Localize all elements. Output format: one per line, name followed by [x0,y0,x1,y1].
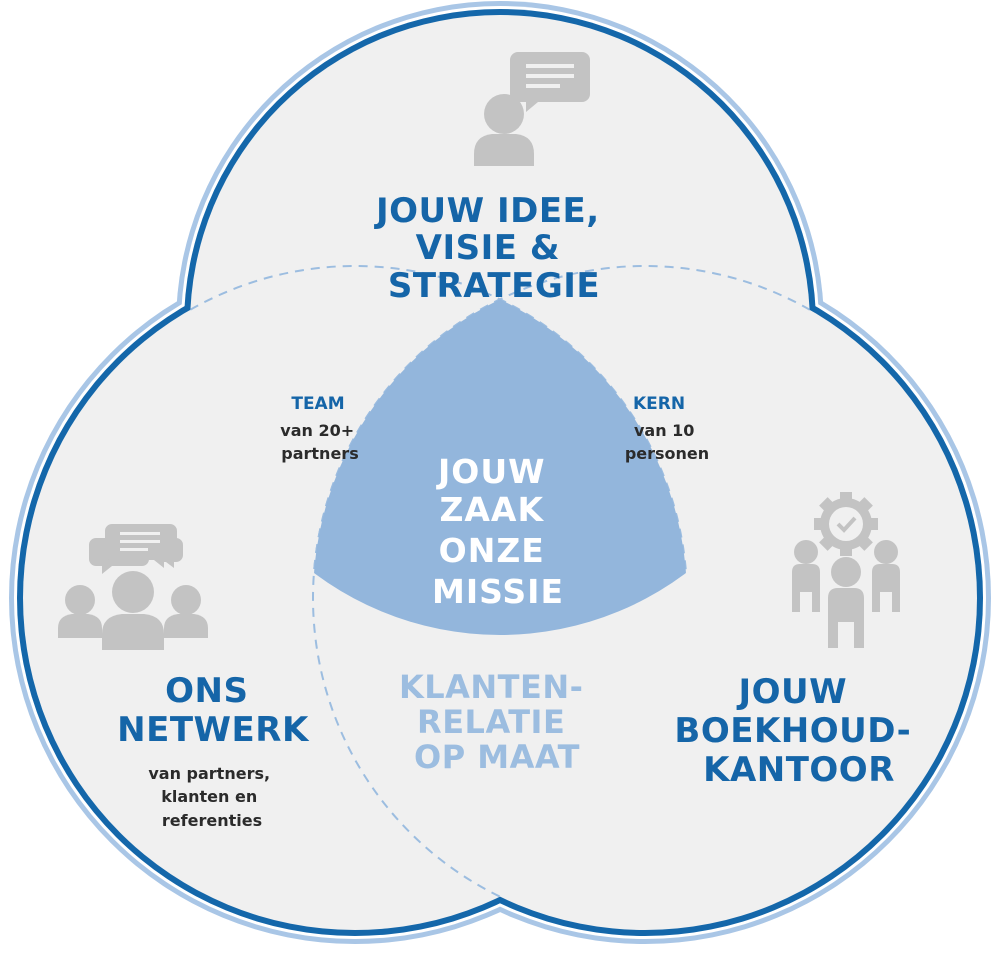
center-overlap [313,266,687,635]
team-gear-icon [792,492,900,648]
center-text: JOUW ZAAK ONZE MISSIE [432,452,564,611]
overlap-klantenrelatie-text: KLANTEN- RELATIE OP MAAT [399,668,595,776]
left-circle-title: ONS NETWERK [117,671,310,750]
overlap-team-text: van 20+ partners [280,421,359,463]
top-circle-title: JOUW IDEE, VISIE & STRATEGIE [374,191,612,306]
overlap-team-title: TEAM [291,394,344,414]
right-circle-title: JOUW BOEKHOUD- KANTOOR [674,672,923,790]
overlap-kern-title: KERN [633,394,685,414]
person-speech-bubble-icon [474,52,590,166]
left-circle-subtitle: van partners, klanten en referenties [148,764,275,830]
group-chat-icon [58,524,208,650]
overlap-kern-text: van 10 personen [625,421,709,463]
